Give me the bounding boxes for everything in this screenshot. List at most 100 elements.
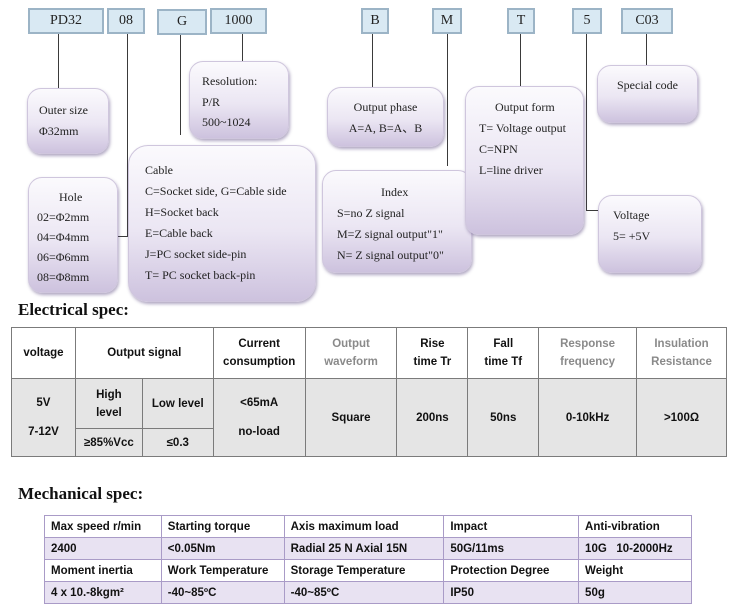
resolution-title: Resolution:: [202, 74, 258, 88]
table-cell: Max speed r/min: [44, 515, 162, 538]
connector-line: [180, 35, 181, 135]
header-output-signal: Output signal: [74, 327, 214, 379]
connector-line: [520, 34, 521, 86]
cable-callout: Cable C=Socket side, G=Cable side H=Sock…: [128, 145, 316, 302]
special-code-title: Special code: [617, 78, 678, 92]
cell-low-level: Low level: [141, 378, 214, 429]
table-row: Moment inertia Work Temperature Storage …: [44, 559, 692, 582]
cable-option: E=Cable back: [145, 226, 213, 240]
output-form-option: L=line driver: [479, 163, 543, 177]
cable-option: H=Socket back: [145, 205, 219, 219]
table-cell: <0.05Nm: [160, 537, 285, 560]
cable-title: Cable: [145, 163, 173, 177]
table-cell: 2400: [44, 537, 162, 560]
table-cell: Anti-vibration: [578, 515, 692, 538]
table-cell: -40~85ºC: [160, 581, 285, 604]
table-cell: 4 x 10.-8kgm²: [44, 581, 162, 604]
table-cell: Radial 25 N Axial 15N: [283, 537, 445, 560]
output-phase-title: Output phase: [353, 100, 418, 114]
code-box-model: PD32: [28, 8, 104, 34]
connector-line: [242, 34, 243, 62]
cell-insulation-resistance: >100Ω: [636, 378, 727, 457]
output-form-option: C=NPN: [479, 142, 518, 156]
table-cell: Axis maximum load: [283, 515, 445, 538]
resolution-callout: Resolution: P/R 500~1024: [189, 61, 289, 139]
voltage-title: Voltage: [613, 208, 650, 222]
code-box-output-form: T: [507, 8, 535, 34]
hole-option: 08=Φ8mm: [37, 270, 90, 284]
hole-option: 06=Φ6mm: [37, 250, 90, 264]
cell-response-frequency: 0-10kHz: [538, 378, 638, 457]
connector-line: [118, 236, 128, 237]
output-phase-callout: Output phase A=A, B=A、B: [327, 87, 444, 147]
outer-size-title: Outer size: [39, 103, 88, 117]
index-option: N= Z signal output"0": [337, 248, 444, 262]
table-row: 2400 <0.05Nm Radial 25 N Axial 15N 50G/1…: [44, 537, 692, 560]
index-option: M=Z signal output"1": [337, 227, 443, 241]
mechanical-spec-table: Max speed r/min Starting torque Axis max…: [44, 515, 692, 604]
table-row: Max speed r/min Starting torque Axis max…: [44, 515, 692, 538]
hole-option: 02=Φ2mm: [37, 210, 90, 224]
hole-option: 04=Φ4mm: [37, 230, 90, 244]
voltage-callout: Voltage 5= +5V: [598, 195, 702, 273]
table-row: 4 x 10.-8kgm² -40~85ºC -40~85ºC IP50 50g: [44, 581, 692, 604]
cable-option: J=PC socket side-pin: [145, 247, 247, 261]
table-cell: Impact: [443, 515, 580, 538]
table-cell: Weight: [578, 559, 692, 582]
code-box-output-phase: B: [361, 8, 389, 34]
hole-title: Hole: [59, 190, 83, 204]
header-voltage: voltage: [11, 327, 76, 379]
connector-line: [372, 34, 373, 87]
electrical-spec-title: Electrical spec:: [18, 300, 129, 319]
table-cell: Work Temperature: [160, 559, 285, 582]
voltage-option: 5= +5V: [613, 228, 651, 243]
connector-line: [127, 34, 128, 237]
code-box-voltage: 5: [572, 8, 602, 34]
connector-line: [58, 34, 59, 88]
connector-line: [447, 34, 448, 166]
outer-size-value: Φ32mm: [39, 123, 79, 138]
index-title: Index: [381, 185, 409, 199]
table-cell: Storage Temperature: [283, 559, 445, 582]
cell-waveform: Square: [304, 378, 398, 457]
cell-high-level-value: ≥85%Vcc: [74, 428, 143, 457]
table-cell: -40~85ºC: [283, 581, 445, 604]
special-code-callout: Special code: [597, 65, 698, 123]
cell-low-level-value: ≤0.3: [141, 428, 214, 457]
table-cell: Starting torque: [160, 515, 285, 538]
index-callout: Index S=no Z signal M=Z signal output"1"…: [322, 170, 472, 273]
output-form-callout: Output form T= Voltage output C=NPN L=li…: [465, 86, 584, 235]
cell-rise-time: 200ns: [396, 378, 469, 457]
output-form-title: Output form: [495, 100, 555, 114]
table-cell: 10G 10-2000Hz: [578, 537, 692, 560]
table-cell: 50g: [578, 581, 692, 604]
table-cell: IP50: [443, 581, 580, 604]
table-cell: Protection Degree: [443, 559, 580, 582]
resolution-range: 500~1024: [202, 115, 251, 129]
cell-fall-time: 50ns: [467, 378, 540, 457]
connector-line: [586, 210, 598, 211]
resolution-unit: P/R: [202, 94, 221, 109]
code-box-hole: 08: [107, 8, 145, 34]
output-phase-value: A=A, B=A、B: [348, 120, 423, 135]
table-cell: 50G/11ms: [443, 537, 580, 560]
connector-line: [646, 34, 647, 65]
code-box-special: C03: [621, 8, 673, 34]
code-box-index: M: [432, 8, 462, 34]
cable-option: C=Socket side, G=Cable side: [145, 184, 287, 198]
table-cell: Moment inertia: [44, 559, 162, 582]
code-box-resolution: 1000: [210, 8, 267, 34]
cable-option: T= PC socket back-pin: [145, 268, 256, 282]
outer-size-callout: Outer size Φ32mm: [27, 88, 109, 154]
code-box-cable: G: [157, 9, 207, 35]
